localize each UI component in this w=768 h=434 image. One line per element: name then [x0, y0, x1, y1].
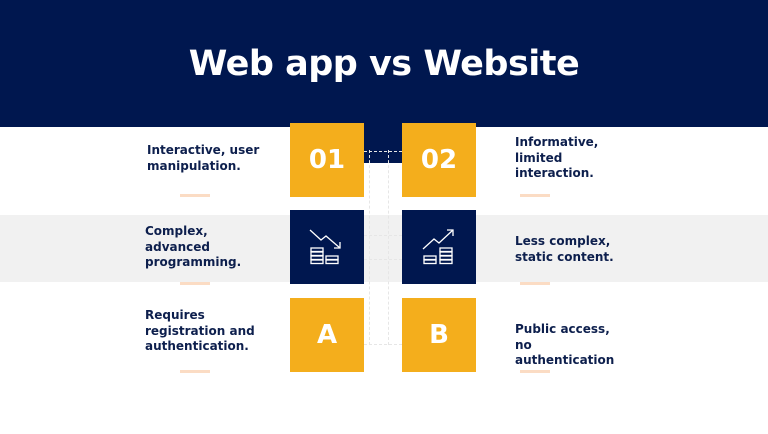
accent-line	[180, 194, 210, 197]
left-icon-box	[290, 210, 364, 284]
gray-band	[0, 215, 768, 282]
chart-down-coins-icon	[309, 229, 341, 265]
dashed-connector	[364, 151, 402, 152]
chart-up-coins-icon	[422, 229, 454, 265]
right-icon-box	[402, 210, 476, 284]
left-text-2: Complex, advanced programming.	[145, 224, 242, 269]
header-banner	[0, 0, 768, 127]
connector-block	[364, 120, 402, 163]
left-text-1: Interactive, user manipulation.	[147, 143, 260, 173]
right-text-3: Public access, no authentication	[515, 322, 615, 367]
badge-01: 01	[290, 123, 364, 197]
page-title: Web app vs Website	[188, 44, 580, 84]
dashed-connector	[369, 150, 370, 345]
badge-a: A	[290, 298, 364, 372]
right-text-1: Informative, limited interaction.	[515, 135, 599, 180]
badge-b: B	[402, 298, 476, 372]
left-text-3: Requires registration and authentication…	[145, 308, 255, 353]
badge-02: 02	[402, 123, 476, 197]
right-text-2: Less complex, static content.	[515, 234, 614, 264]
dashed-connector	[364, 259, 402, 260]
accent-line	[520, 282, 550, 285]
dashed-connector	[388, 150, 389, 345]
accent-line	[520, 194, 550, 197]
dashed-connector	[364, 235, 402, 236]
accent-line	[180, 370, 210, 373]
accent-line	[520, 370, 550, 373]
accent-line	[180, 282, 210, 285]
dashed-connector	[364, 344, 402, 345]
